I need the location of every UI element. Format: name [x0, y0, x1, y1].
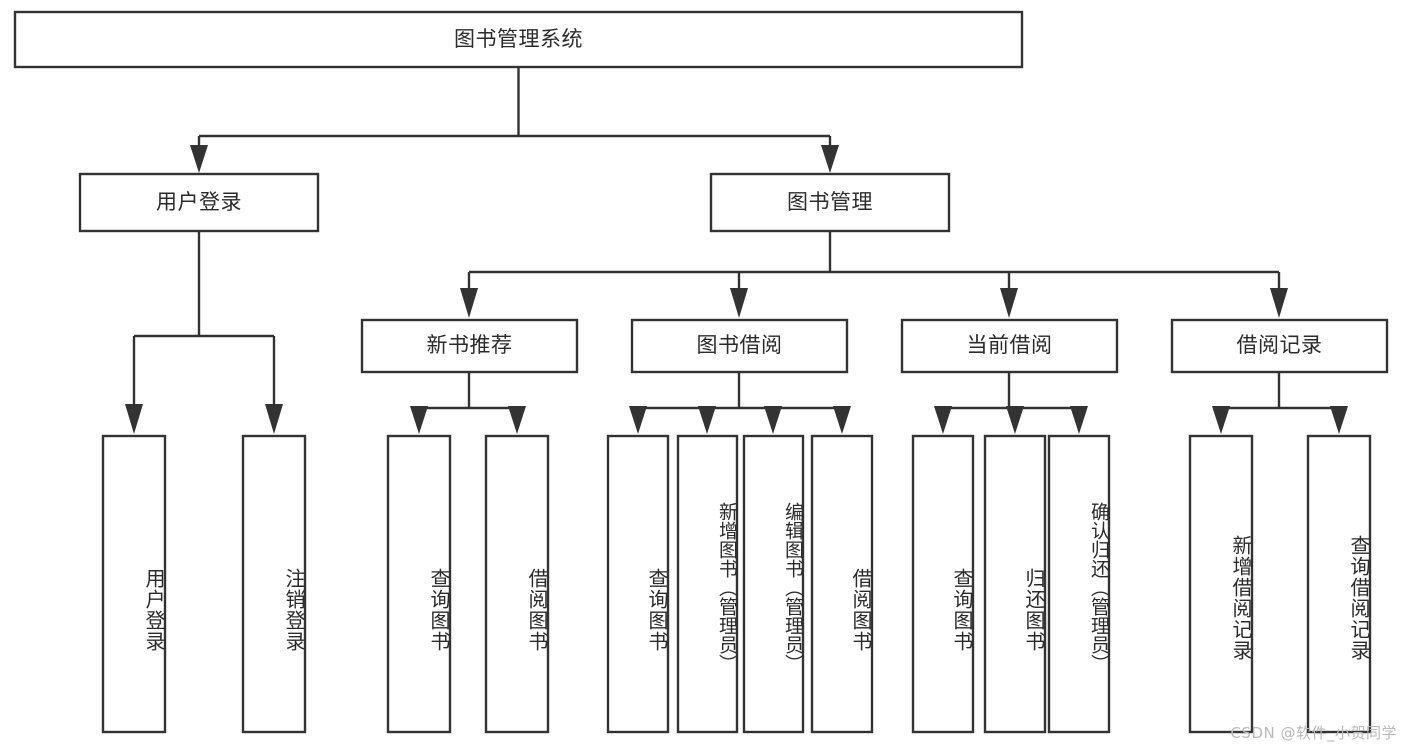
node-box-root[interactable]: [13, 10, 1024, 69]
node-box-leaf-borrow-book-2[interactable]: [810, 434, 874, 734]
connector-group-new-book-recommend: [410, 372, 526, 434]
node-box-leaf-return-book[interactable]: [983, 434, 1047, 734]
csdn-watermark: CSDN @软件_小贺同学: [1230, 724, 1397, 742]
arrow-head-leaf-query-book-3: [934, 406, 952, 434]
arrow-head-book-manage: [821, 145, 839, 173]
arrow-head-leaf-borrow-book-1: [508, 406, 526, 434]
arrow-head-leaf-query-record: [1330, 406, 1348, 434]
arrow-head-leaf-add-record: [1212, 406, 1230, 434]
arrow-head-leaf-user-login: [125, 404, 143, 434]
node-box-leaf-borrow-book-1[interactable]: [484, 434, 550, 734]
connector-group-borrow-record: [1212, 372, 1348, 434]
arrow-head-borrow-record: [1270, 288, 1288, 318]
arrow-head-leaf-return-book: [1006, 406, 1024, 434]
arrow-head-leaf-confirm-return: [1070, 406, 1088, 434]
connector-group-root: [190, 67, 839, 173]
node-box-book-borrow[interactable]: [630, 318, 849, 374]
node-box-leaf-confirm-return[interactable]: [1047, 434, 1111, 734]
connector-group-current-borrow: [934, 372, 1088, 434]
connector-group-book-manage: [460, 231, 1288, 318]
arrow-head-leaf-logout: [265, 404, 283, 434]
arrow-head-leaf-add-book: [698, 406, 716, 434]
node-box-leaf-user-login[interactable]: [101, 434, 167, 734]
node-box-current-borrow[interactable]: [900, 318, 1119, 374]
arrow-head-book-borrow: [730, 288, 748, 318]
node-box-leaf-query-book-2[interactable]: [606, 434, 670, 734]
node-box-leaf-add-record[interactable]: [1188, 434, 1254, 734]
node-box-borrow-record[interactable]: [1170, 318, 1389, 374]
node-box-user-login[interactable]: [78, 172, 320, 233]
arrow-head-leaf-edit-book: [764, 406, 782, 434]
node-box-new-book-recommend[interactable]: [360, 318, 579, 374]
connector-group-book-borrow: [629, 372, 851, 434]
node-box-book-manage[interactable]: [709, 172, 951, 233]
node-box-leaf-edit-book[interactable]: [742, 434, 805, 734]
connector-group-user-login: [125, 231, 283, 434]
arrow-head-new-book-recommend: [460, 288, 478, 318]
node-box-leaf-query-record[interactable]: [1306, 434, 1372, 734]
node-box-leaf-add-book[interactable]: [676, 434, 739, 734]
arrow-head-leaf-query-book-2: [629, 406, 647, 434]
node-box-leaf-logout[interactable]: [241, 434, 307, 734]
arrow-head-leaf-query-book-1: [410, 406, 428, 434]
node-box-leaf-query-book-1[interactable]: [386, 434, 452, 734]
arrow-head-current-borrow: [1000, 288, 1018, 318]
arrow-head-leaf-borrow-book-2: [833, 406, 851, 434]
node-box-leaf-query-book-3[interactable]: [911, 434, 975, 734]
arrow-head-user-login: [190, 145, 208, 173]
